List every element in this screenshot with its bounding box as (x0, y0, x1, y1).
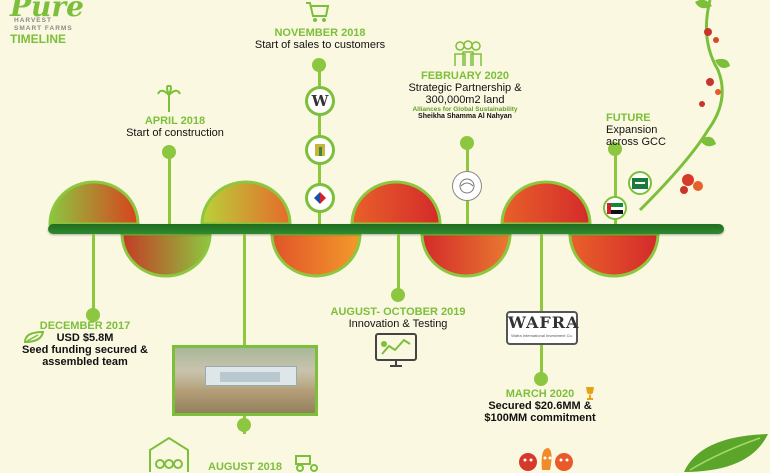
monitor-chart-icon (375, 333, 417, 367)
connector-dec-2017 (92, 234, 95, 314)
connector-mar-2020 (540, 234, 543, 374)
milestone-dec-2017: DECEMBER 2017 USD $5.8M Seed funding sec… (10, 320, 160, 368)
brand-logo: Pure (10, 0, 84, 23)
connector-aug-oct-2019 (397, 234, 400, 294)
customer-logo-carrefour (305, 183, 335, 213)
milestone-desc: Secured $20.6MM & (488, 400, 592, 412)
partner-logo-alliance (452, 171, 482, 201)
uae-flag-icon (603, 196, 627, 220)
dot-mar-2020 (534, 372, 548, 386)
connector-future (614, 150, 617, 224)
milestone-date: DECEMBER 2017 (39, 320, 131, 332)
milestone-desc: Expansion (606, 124, 658, 136)
customer-logo-shield (305, 135, 335, 165)
dot-aug-oct-2019 (391, 288, 405, 302)
milestone-desc: Start of construction (126, 127, 224, 139)
fruit-characters-illustration (519, 448, 573, 471)
milestone-aug-2018: AUGUST 2018 (200, 461, 290, 473)
wafra-logo-text: WAFRA (508, 313, 580, 332)
saudi-flag-icon (628, 171, 652, 195)
customer-logo-w: W (305, 86, 335, 116)
construction-photo (172, 345, 318, 416)
milestone-date: APRIL 2018 (144, 115, 206, 127)
milestone-note-2: Sheikha Shamma Al Nahyan (418, 113, 512, 120)
people-group-icon (454, 40, 482, 66)
timeline-bar (48, 224, 724, 234)
dot-nov-2018 (312, 58, 326, 72)
milestone-date: AUGUST- OCTOBER 2019 (330, 306, 466, 318)
dot-dec-2017 (86, 308, 100, 322)
milestone-desc-2: 300,000m2 land (425, 94, 505, 106)
milestone-note: Alliances for Global Sustainability (412, 106, 518, 113)
tractor-icon (295, 455, 318, 472)
milestone-desc: Strategic Partnership & (408, 82, 522, 94)
milestone-desc: Innovation & Testing (348, 318, 448, 330)
brand-subtitle-2: SMART FARMS (14, 25, 73, 32)
milestone-date: FUTURE (606, 112, 651, 124)
milestone-desc-2: assembled team (42, 356, 128, 368)
wafra-logo: WAFRA Wafra International Investment Co. (506, 311, 578, 345)
milestone-future: FUTURE Expansion across GCC (606, 112, 676, 148)
milestone-date: AUGUST 2018 (208, 461, 282, 473)
greenhouse-icon (149, 436, 189, 472)
wafra-logo-subtext: Wafra International Investment Co. (511, 333, 573, 338)
milestone-desc-2: $100MM commitment (484, 412, 596, 424)
milestone-apr-2018: APRIL 2018 Start of construction (120, 115, 230, 139)
milestone-amount: USD $5.8M (56, 332, 114, 344)
milestone-date: FEBRUARY 2020 (420, 70, 510, 82)
milestone-date: NOVEMBER 2018 (274, 27, 366, 39)
milestone-desc-2: across GCC (606, 136, 666, 148)
leaf-icon (23, 330, 45, 344)
dot-feb-2020 (460, 136, 474, 150)
dot-aug-2018 (237, 418, 251, 432)
page-title: TIMELINE (10, 32, 66, 46)
milestone-mar-2020: MARCH 2020 Secured $20.6MM & $100MM comm… (470, 388, 610, 424)
leaf-decoration (684, 434, 768, 472)
connector-apr-2018 (168, 150, 171, 224)
dot-future (608, 142, 622, 156)
milestone-aug-oct-2019: AUGUST- OCTOBER 2019 Innovation & Testin… (318, 306, 478, 330)
shopping-cart-icon (306, 2, 330, 22)
vine-decoration (638, 0, 730, 212)
milestone-desc: Seed funding secured & (22, 344, 148, 356)
milestone-date: MARCH 2020 (505, 388, 575, 400)
milestone-desc: Start of sales to customers (254, 39, 386, 51)
trophy-icon (586, 387, 594, 400)
connector-aug-2018 (243, 234, 246, 434)
palm-tree-icon (157, 85, 181, 112)
milestone-feb-2020: FEBRUARY 2020 Strategic Partnership & 30… (390, 70, 540, 120)
milestone-nov-2018: NOVEMBER 2018 Start of sales to customer… (240, 27, 400, 51)
brand-subtitle-1: HARVEST (14, 17, 52, 24)
dot-apr-2018 (162, 145, 176, 159)
